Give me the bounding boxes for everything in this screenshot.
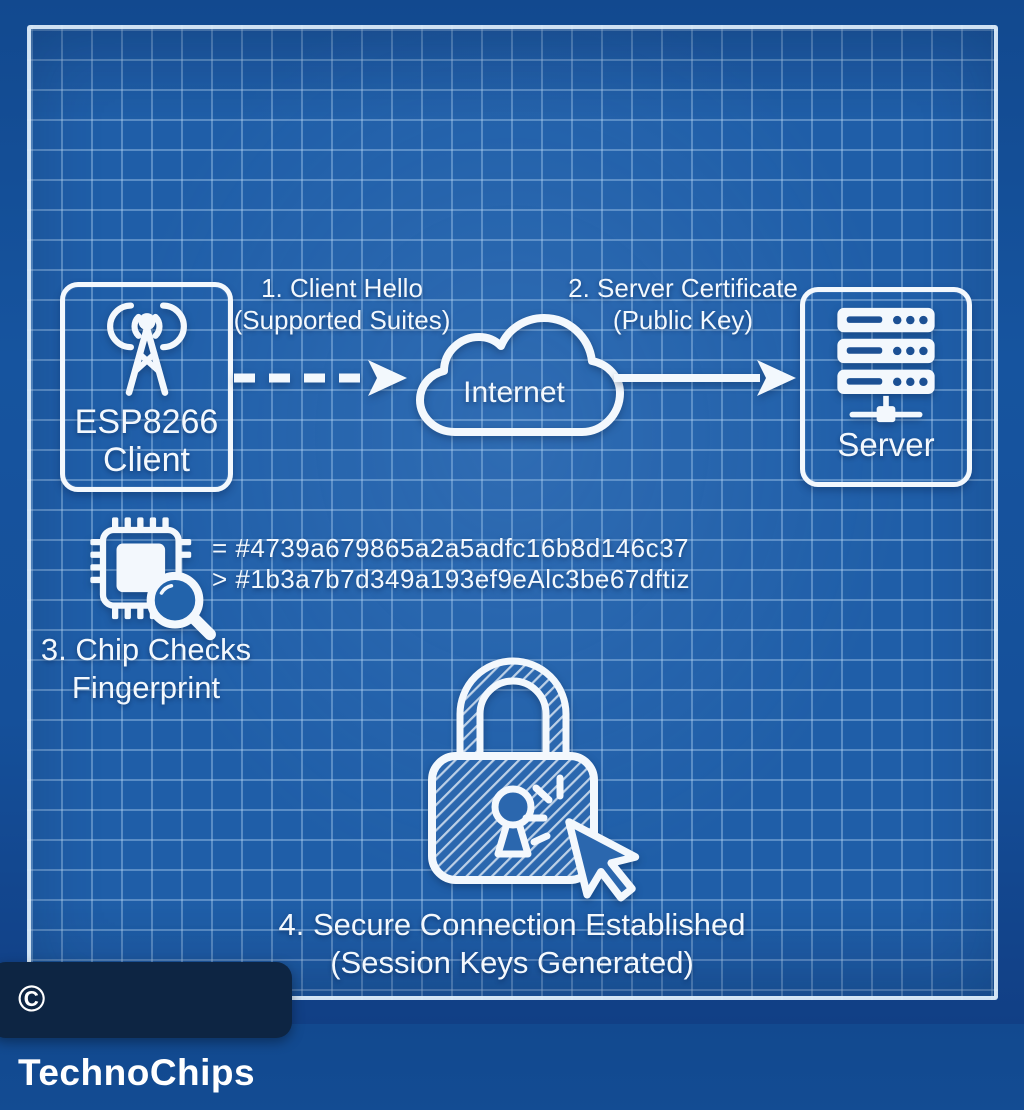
server-rack-icon xyxy=(837,307,935,423)
step3-line1: 3. Chip Checks xyxy=(40,632,252,667)
step2-line2: (Public Key) xyxy=(612,305,754,335)
client-to-internet-arrow xyxy=(234,360,407,396)
step2-line1: 2. Server Certificate xyxy=(568,273,798,303)
fingerprint-received: > #1b3a7b7d349a193ef9eAlc3be67dftiz xyxy=(212,564,690,594)
cloud-icon xyxy=(416,314,624,436)
internet-label: Internet xyxy=(463,376,565,409)
blueprint-page: { "watermark": { "label": "© TechnoChips… xyxy=(0,0,1024,1038)
client-node: ESP8266 Client xyxy=(60,282,233,492)
click-spark-icon xyxy=(522,774,564,846)
step1-line2: (Supported Suites) xyxy=(233,305,451,335)
fingerprint-expected: = #4739a679865a2a5adfc16b8d146c37 xyxy=(212,533,690,563)
chip-fingerprint-check-icon xyxy=(90,517,216,641)
client-label-line2: Client xyxy=(103,441,190,479)
step1-line1: 1. Client Hello xyxy=(261,273,423,303)
step3-line2: Fingerprint xyxy=(71,670,221,705)
blueprint-grid xyxy=(27,25,998,1000)
watermark-text: © TechnoChips xyxy=(18,978,256,1093)
step2-label: 2. Server Certificate (Public Key) xyxy=(563,272,803,336)
padlock-click-icon xyxy=(428,657,640,902)
step4-line1: 4. Secure Connection Established xyxy=(278,907,746,942)
step1-label: 1. Client Hello (Supported Suites) xyxy=(233,272,451,336)
server-label: Server xyxy=(837,426,935,463)
wifi-antenna-icon xyxy=(106,302,187,396)
watermark-badge: © TechnoChips xyxy=(0,962,292,1093)
cursor-arrow-icon xyxy=(565,818,640,902)
internet-to-server-arrow xyxy=(614,360,796,396)
step4-label: 4. Secure Connection Established (Sessio… xyxy=(242,906,782,982)
fingerprint-values: = #4739a679865a2a5adfc16b8d146c37 > #1b3… xyxy=(212,533,690,595)
step3-label: 3. Chip Checks Fingerprint xyxy=(24,631,268,707)
step4-line2: (Session Keys Generated) xyxy=(330,945,694,980)
server-node: Server xyxy=(800,287,972,487)
client-label-line1: ESP8266 xyxy=(74,403,219,441)
